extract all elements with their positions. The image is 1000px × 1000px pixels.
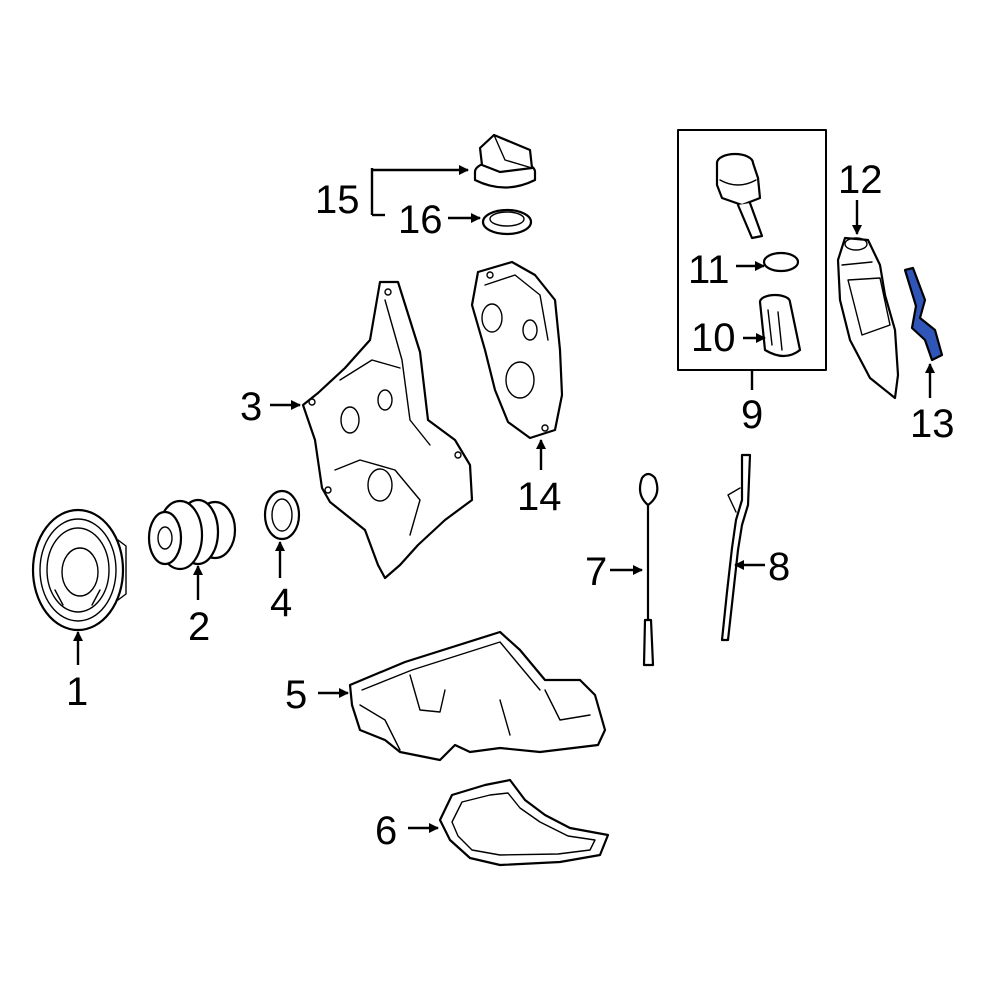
callout-16: 16 [398, 198, 443, 242]
callout-12: 12 [838, 158, 883, 202]
callout-6: 6 [375, 809, 397, 853]
leader-15-16 [370, 165, 481, 223]
callout-13: 13 [910, 402, 955, 446]
part-3-timing-cover[interactable] [301, 280, 474, 580]
part-8-dipstick-tube[interactable] [720, 453, 752, 642]
callout-8: 8 [768, 545, 790, 589]
part-15-oil-filler-cap[interactable] [473, 133, 537, 189]
callout-15: 15 [315, 178, 360, 222]
part-11-o-ring[interactable] [762, 251, 800, 273]
part-4-crankshaft-seal[interactable] [263, 489, 301, 541]
part-6-oil-pan-gasket[interactable] [438, 778, 610, 867]
callout-1: 1 [66, 670, 88, 714]
part-13-housing-gasket[interactable] [903, 266, 944, 362]
part-12-filter-housing[interactable] [836, 236, 900, 400]
callout-5: 5 [285, 673, 307, 717]
part-10-oil-filter[interactable] [758, 293, 802, 358]
callout-9: 9 [741, 393, 763, 437]
callout-11: 11 [688, 248, 730, 292]
callout-4: 4 [270, 581, 292, 625]
callout-2: 2 [188, 605, 210, 649]
callout-14: 14 [517, 475, 562, 519]
part-14-cover-plate[interactable] [470, 260, 564, 440]
callout-3: 3 [240, 385, 262, 429]
part-1-crankshaft-pulley[interactable] [31, 508, 127, 632]
part-9-filter-housing-cap[interactable] [715, 152, 764, 240]
callout-7: 7 [585, 550, 607, 594]
part-5-oil-pan[interactable] [348, 630, 607, 762]
callout-10: 10 [691, 316, 736, 360]
part-16-filler-cap-seal[interactable] [481, 208, 533, 236]
part-7-dipstick[interactable] [638, 472, 659, 667]
part-2-crankshaft-gear[interactable] [147, 498, 237, 571]
